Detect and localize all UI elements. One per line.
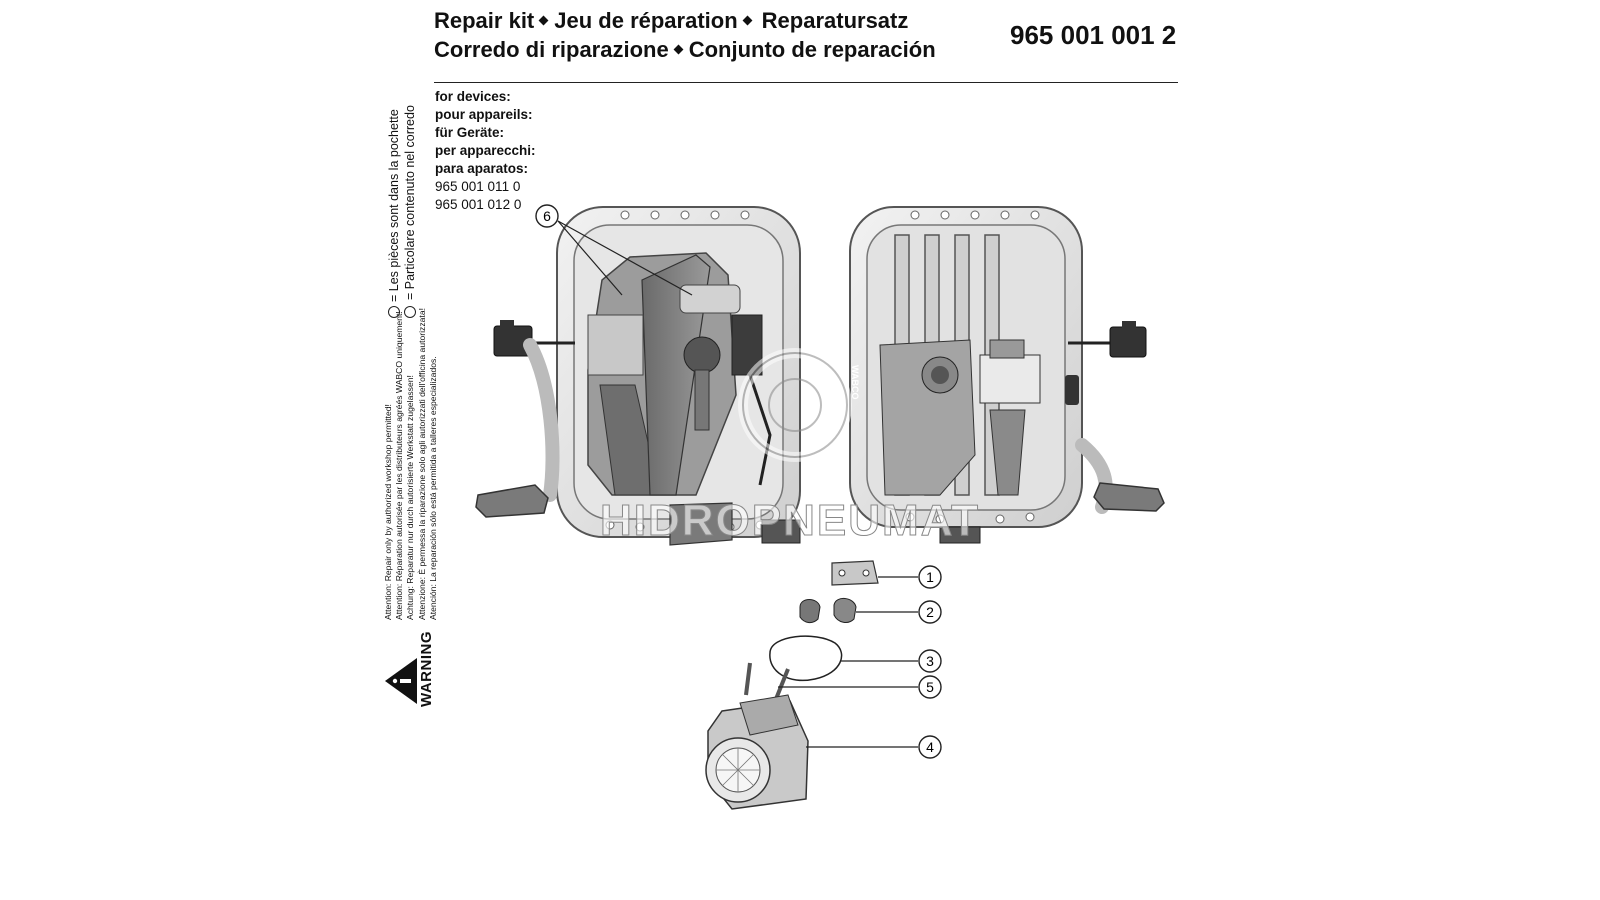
devices-label-es: para aparatos:	[435, 161, 529, 176]
right-valve-unit	[849, 206, 1165, 544]
callout-1: 1	[918, 565, 942, 589]
header-rule	[434, 82, 1178, 83]
title-fr: Jeu de réparation	[554, 8, 738, 33]
callout-2: 2	[918, 600, 942, 624]
diamond-separator-icon	[538, 15, 549, 26]
part-4-motor	[705, 694, 918, 810]
devices-label-de: für Geräte:	[435, 125, 505, 140]
devices-label-fr: pour appareils:	[435, 107, 533, 122]
kit-title-line-1: Repair kit Jeu de réparation Reparatursatz	[434, 6, 908, 35]
watermark-logo	[738, 348, 852, 462]
svg-text:2: 2	[926, 604, 934, 620]
svg-text:4: 4	[926, 739, 934, 755]
devices-label-en: for devices:	[435, 89, 511, 104]
part-1-bracket	[831, 560, 918, 586]
attention-de: Achtung: Reparatur nur durch autorisiert…	[405, 375, 416, 620]
title-es: Conjunto de reparación	[688, 37, 936, 62]
attention-es: Atención: La reparación sólo está permit…	[427, 356, 438, 620]
svg-text:3: 3	[926, 653, 934, 669]
title-it: Corredo di riparazione	[434, 37, 669, 62]
callout-4: 4	[918, 735, 942, 759]
devices-label-it: per apparecchi:	[435, 143, 536, 158]
part-5-pins	[744, 662, 918, 700]
svg-text:6: 6	[543, 208, 551, 224]
devices-list: for devices: pour appareils: für Geräte:…	[435, 88, 536, 214]
callout-5: 5	[918, 675, 942, 699]
part-3-gasket	[769, 635, 918, 682]
exploded-view-drawing: 6 1 2 3 5 4 WABCO HIDROPNEUMAT	[475, 204, 1165, 810]
title-en: Repair kit	[434, 8, 535, 33]
diamond-separator-icon	[673, 44, 684, 55]
attention-fr: Attention: Réparation autorisée par les …	[394, 311, 405, 620]
attention-en: Attention: Repair only by authorized wor…	[383, 404, 393, 620]
watermark-text: HIDROPNEUMAT	[600, 496, 980, 545]
svg-text:5: 5	[926, 679, 934, 695]
callout-3: 3	[918, 649, 942, 673]
legend-row-it: = Particolare contenuto nel corredo	[402, 105, 418, 318]
diamond-separator-icon	[742, 15, 753, 26]
part-2-caps	[799, 598, 918, 624]
legend-row-fr: = Les pièces sont dans la pochette	[386, 105, 402, 318]
attention-notice: Attention: Repair only by authorized wor…	[383, 308, 439, 620]
title-de: Reparatursatz	[761, 8, 909, 33]
callout-6: 6	[535, 204, 559, 228]
brand-mark: WABCO	[850, 365, 860, 400]
device-number: 965 001 011 0	[435, 179, 521, 194]
part-number: 965 001 001 2	[1010, 20, 1177, 50]
warning-triangle-icon	[385, 658, 417, 704]
svg-text:1: 1	[926, 569, 934, 585]
warning-label: WARNING	[418, 631, 435, 707]
device-number: 965 001 012 0	[435, 197, 522, 212]
kit-legend: = Les pièces sont dans la pochette = Par…	[386, 105, 418, 318]
kit-title-line-2: Corredo di riparazione Conjunto de repara…	[434, 35, 936, 64]
attention-it: Attenzione: È permessa la riparazione so…	[416, 308, 427, 620]
